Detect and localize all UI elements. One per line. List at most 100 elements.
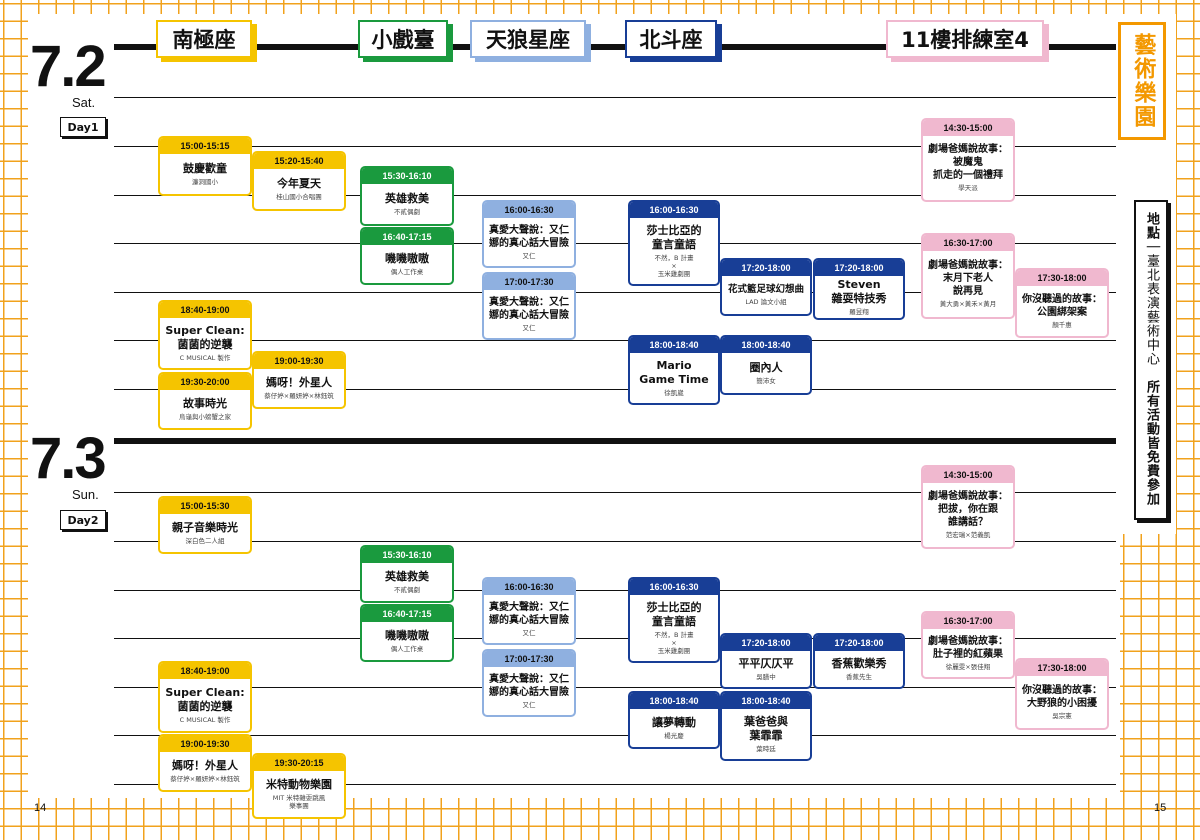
location-box: 地點｜臺北表演藝術中心 所有活動皆免費參加 (1134, 200, 1168, 520)
event-card[interactable]: 15:20-15:40 今年夏天桂山國小合唱團 (252, 151, 346, 211)
event-title: 媽呀！外星人 (266, 375, 332, 389)
event-performer: 簡沛女 (756, 377, 776, 386)
event-card[interactable]: 16:00-16:30 莎士比亞的 童言童語不然，B 計畫 × 玉米雞劇團 (628, 200, 720, 286)
event-card[interactable]: 16:40-17:15 嘰嘰嗷嗷偶人工作桌 (360, 604, 454, 662)
event-card[interactable]: 16:00-16:30 真愛大聲說：又仁 娜的真心話大冒險又仁 (482, 577, 576, 645)
event-performer: 烏龜與小螃蟹之家 (179, 413, 231, 422)
location-label: 地點 (1144, 212, 1159, 240)
event-card[interactable]: 15:00-15:15 鼓慶歡童濂洞國小 (158, 136, 252, 196)
event-card[interactable]: 17:20-18:00 香蕉歡樂秀香蕉先生 (813, 633, 905, 689)
event-performer: 楊光慶 (664, 732, 684, 741)
event-card[interactable]: 18:00-18:40 讓夢轉動楊光慶 (628, 691, 720, 749)
event-time: 18:00-18:40 (722, 337, 810, 353)
event-card[interactable]: 19:00-19:30 媽呀！外星人蔡仔婷×羅妍婷×林鈺筑 (252, 351, 346, 409)
event-title: 劇場爸媽說故事： 肚子裡的紅蘋果 (928, 635, 1008, 660)
event-title: 劇場爸媽說故事： 把拔，你在跟 誰講話？ (928, 491, 1008, 529)
event-time: 16:30-17:00 (923, 235, 1013, 251)
row-line (114, 97, 1116, 98)
event-time: 16:00-16:30 (484, 202, 574, 218)
venue-header-room4: 11樓排練室4 (886, 20, 1044, 58)
event-time: 15:00-15:30 (160, 498, 250, 514)
event-card[interactable]: 16:30-17:00 劇場爸媽說故事： 末月下老人 說再見黃大勇×黃禾×黃月 (921, 233, 1015, 319)
event-card[interactable]: 17:30-18:00 你沒聽過的故事： 大野狼的小困擾吳宗憲 (1015, 658, 1109, 730)
event-performer: 范宏瑞×范義凱 (945, 531, 991, 540)
event-performer: 桂山國小合唱團 (276, 193, 322, 202)
event-performer: 蔡仔婷×羅妍婷×林鈺筑 (264, 392, 334, 401)
event-card[interactable]: 19:00-19:30 媽呀！外星人蔡仔婷×羅妍婷×林鈺筑 (158, 734, 252, 792)
event-performer: 又仁 (522, 251, 536, 260)
event-performer: 不然，B 計畫 × 玉米雞劇團 (654, 631, 694, 656)
event-time: 19:00-19:30 (254, 353, 344, 369)
event-performer: 徐麗雯×張佳翔 (945, 662, 991, 671)
brand-title: 藝術樂園 (1118, 22, 1166, 140)
event-title: 真愛大聲說：又仁 娜的真心話大冒險 (489, 296, 569, 321)
event-performer: 吳膳中 (756, 673, 776, 682)
event-time: 16:00-16:30 (484, 579, 574, 595)
event-card[interactable]: 15:30-16:10 英雄救美不貳偶劇 (360, 166, 454, 226)
event-performer: MIT 米特雜耍跳風 樂事團 (272, 794, 326, 811)
event-time: 16:00-16:30 (630, 202, 718, 218)
event-title: 今年夏天 (277, 176, 321, 190)
event-performer: 蔡仔婷×羅妍婷×林鈺筑 (170, 775, 240, 784)
row-line (114, 735, 1116, 736)
event-time: 15:00-15:15 (160, 138, 250, 154)
row-line (114, 541, 1116, 542)
venue-header-nanji: 南極座 (156, 20, 252, 58)
event-card[interactable]: 19:30-20:00 故事時光烏龜與小螃蟹之家 (158, 372, 252, 430)
event-title: 劇場爸媽說故事： 末月下老人 說再見 (928, 260, 1008, 298)
event-time: 15:30-16:10 (362, 547, 452, 563)
event-time: 17:30-18:00 (1017, 660, 1107, 676)
event-card[interactable]: 17:30-18:00 你沒聽過的故事： 公園綁架案顏千惠 (1015, 268, 1109, 338)
event-card[interactable]: 16:40-17:15 嘰嘰嗷嗷偶人工作桌 (360, 227, 454, 285)
event-performer: 濂洞國小 (192, 178, 218, 187)
event-card[interactable]: 15:30-16:10 英雄救美不貳偶劇 (360, 545, 454, 603)
row-line (114, 340, 1116, 341)
event-time: 19:00-19:30 (160, 736, 250, 752)
event-title: 親子音樂時光 (172, 520, 238, 534)
event-time: 18:00-18:40 (630, 337, 718, 353)
event-title: 英雄救美 (385, 569, 429, 583)
event-time: 16:30-17:00 (923, 613, 1013, 629)
event-title: 鼓慶歡童 (183, 161, 227, 175)
event-time: 18:40-19:00 (160, 663, 250, 679)
event-title: 你沒聽過的故事： 大野狼的小困擾 (1022, 684, 1102, 709)
event-card[interactable]: 14:30-15:00 劇場爸媽說故事： 被魔鬼 抓走的一個禮拜學天派 (921, 118, 1015, 202)
page-number-right: 15 (1154, 802, 1167, 814)
event-time: 16:00-16:30 (630, 579, 718, 595)
event-time: 19:30-20:15 (254, 755, 344, 771)
day1-date: 7.2 (30, 34, 107, 99)
row-line (114, 638, 1116, 639)
event-time: 17:20-18:00 (815, 260, 903, 276)
event-card[interactable]: 17:00-17:30 真愛大聲說：又仁 娜的真心話大冒險又仁 (482, 649, 576, 717)
event-card[interactable]: 16:30-17:00 劇場爸媽說故事： 肚子裡的紅蘋果徐麗雯×張佳翔 (921, 611, 1015, 679)
event-title: 平平仄仄平 (738, 656, 794, 670)
venue-header-tianlang: 天狼星座 (470, 20, 586, 58)
event-time: 18:40-19:00 (160, 302, 250, 318)
row-line (114, 687, 1116, 688)
row-line (114, 146, 1116, 147)
event-title: 劇場爸媽說故事： 被魔鬼 抓走的一個禮拜 (928, 144, 1008, 182)
event-performer: 香蕉先生 (846, 673, 872, 682)
event-title: 莎士比亞的 童言童語 (646, 223, 702, 251)
event-card[interactable]: 17:00-17:30 真愛大聲說：又仁 娜的真心話大冒險又仁 (482, 272, 576, 340)
event-card[interactable]: 18:00-18:40 葉爸爸與 葉霏霏葉時廷 (720, 691, 812, 761)
row-line (114, 292, 1116, 293)
event-card[interactable]: 16:00-16:30 真愛大聲說：又仁 娜的真心話大冒險又仁 (482, 200, 576, 268)
event-card[interactable]: 17:20-18:00 Steven 雜耍特技秀羅昱翔 (813, 258, 905, 320)
event-title: 英雄救美 (385, 191, 429, 205)
event-card[interactable]: 14:30-15:00 劇場爸媽說故事： 把拔，你在跟 誰講話？范宏瑞×范義凱 (921, 465, 1015, 549)
event-card[interactable]: 17:20-18:00 平平仄仄平吳膳中 (720, 633, 812, 689)
day2-top-line (114, 438, 1116, 444)
event-card[interactable]: 16:00-16:30 莎士比亞的 童言童語不然，B 計畫 × 玉米雞劇團 (628, 577, 720, 663)
event-performer: 偶人工作桌 (390, 268, 424, 277)
event-card[interactable]: 18:00-18:40 圈內人簡沛女 (720, 335, 812, 395)
event-card[interactable]: 15:00-15:30 親子音樂時光深白色二人組 (158, 496, 252, 554)
event-title: 嘰嘰嗷嗷 (385, 251, 429, 265)
event-time: 19:30-20:00 (160, 374, 250, 390)
